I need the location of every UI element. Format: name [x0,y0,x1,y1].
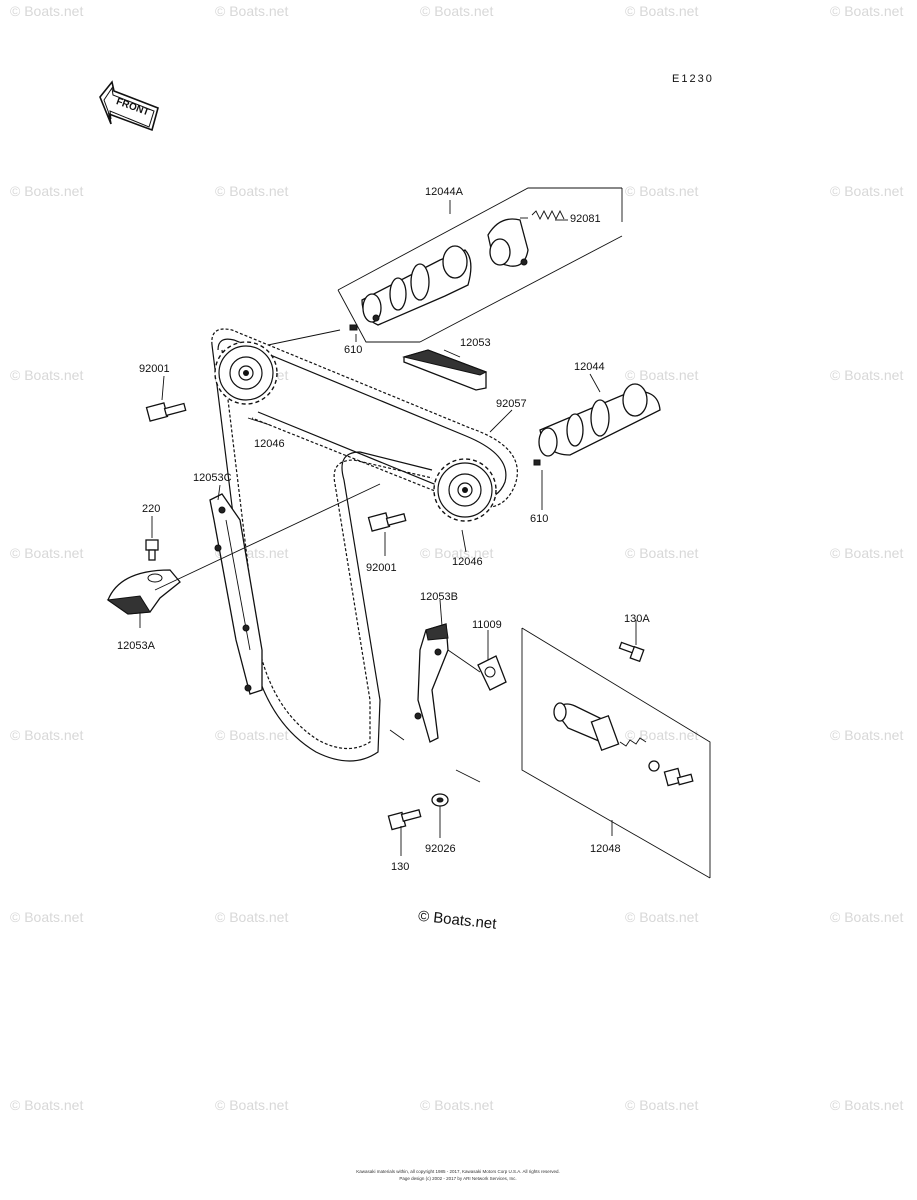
label-12053B: 12053B [420,591,458,603]
watermark: © Boats.net [215,183,288,199]
watermark: © Boats.net [215,909,288,925]
watermark: © Boats.net [625,367,698,383]
watermark: © Boats.net [625,909,698,925]
bolt-130 [387,808,422,831]
lower-cam-sprocket [433,458,497,522]
bolt-220 [145,539,159,561]
watermark: © Boats.net [215,3,288,19]
label-610-mid: 610 [530,513,548,525]
watermark: © Boats.net [625,1097,698,1113]
bolt-92001-middle [367,512,407,532]
tensioner-group-outline [521,627,711,879]
label-130: 130 [391,861,409,873]
label-92026: 92026 [425,843,456,855]
label-12046-top: 12046 [254,438,285,450]
watermark: © Boats.net [830,909,903,925]
label-92057: 92057 [496,398,527,410]
watermark: © Boats.net [10,1097,83,1113]
label-12044: 12044 [574,361,605,373]
watermark: © Boats.net [830,1097,903,1113]
footer-design: Page design (c) 2002 - 2017 by ARI Netwo… [399,1176,516,1181]
watermark: © Boats.net [215,1097,288,1113]
watermark: © Boats.net [420,3,493,19]
watermark: © Boats.net [420,545,493,561]
watermark: © Boats.net [10,727,83,743]
chain-guide-12053 [402,349,488,391]
watermark: © Boats.net [625,3,698,19]
chain-guide-12053B [414,623,449,743]
washer-92026 [431,793,449,807]
label-610-top: 610 [344,344,362,356]
footer-copyright: Kawasaki materials within, all copyright… [356,1169,560,1174]
label-92001-mid: 92001 [366,562,397,574]
spring-92081 [531,209,568,221]
front-arrow-icon: FRONT [99,80,159,132]
diagram-code: E1230 [672,73,714,85]
label-12053C: 12053C [193,472,232,484]
watermark: © Boats.net [625,727,698,743]
watermark: © Boats.net [830,3,903,19]
label-130A: 130A [624,613,650,625]
dowel-pin-610 [349,324,358,331]
label-12044A: 12044A [425,186,464,198]
camshaft-12044 [538,383,661,457]
label-12053A: 12053A [117,640,156,652]
watermark: © Boats.net [830,727,903,743]
watermark: © Boats.net [10,909,83,925]
dowel-pin-610 [533,459,541,466]
bolt-130A [618,620,645,663]
label-92081: 92081 [570,213,601,225]
part-labels: 12044A 92081 610 12053 12044 92057 92001… [117,186,650,873]
camshaft-group-outline [337,187,623,343]
label-220: 220 [142,503,160,515]
watermark: © Boats.net [625,545,698,561]
label-92001-top: 92001 [139,363,170,375]
leader-lines [139,217,613,856]
label-12053: 12053 [460,337,491,349]
watermark: © Boats.net [10,545,83,561]
label-12046-mid: 12046 [452,556,483,568]
watermark: © Boats.net [215,727,288,743]
watermark: © Boats.net [830,367,903,383]
upper-cam-sprocket [214,341,278,405]
watermark: © Boats.net [830,183,903,199]
chain-guide-12053C [209,493,263,695]
watermark: © Boats.net [10,367,83,383]
bolt-92001-upper [145,402,187,422]
watermark: © Boats.net [830,545,903,561]
watermark: © Boats.net [625,183,698,199]
center-watermark: © Boats.net [417,908,498,933]
chain-tensioner-12048 [553,702,694,787]
chain-guide-12053A [106,569,181,615]
watermark: © Boats.net [10,3,83,19]
watermark: © Boats.net [420,1097,493,1113]
label-12048: 12048 [590,843,621,855]
cam-cap-part [487,218,529,267]
camshaft-12044A [361,245,472,326]
label-11009: 11009 [472,619,502,631]
watermark: © Boats.net [10,183,83,199]
gasket-11009 [477,655,507,691]
